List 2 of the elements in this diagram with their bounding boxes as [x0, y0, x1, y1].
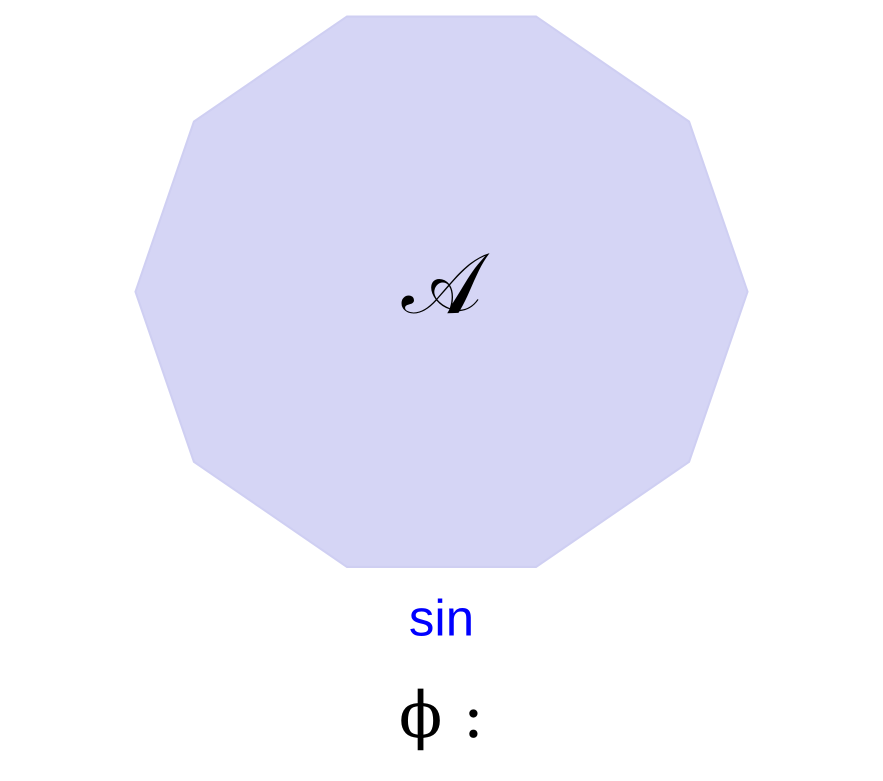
label: sin [408, 589, 474, 646]
label: ϕ : [398, 678, 484, 753]
